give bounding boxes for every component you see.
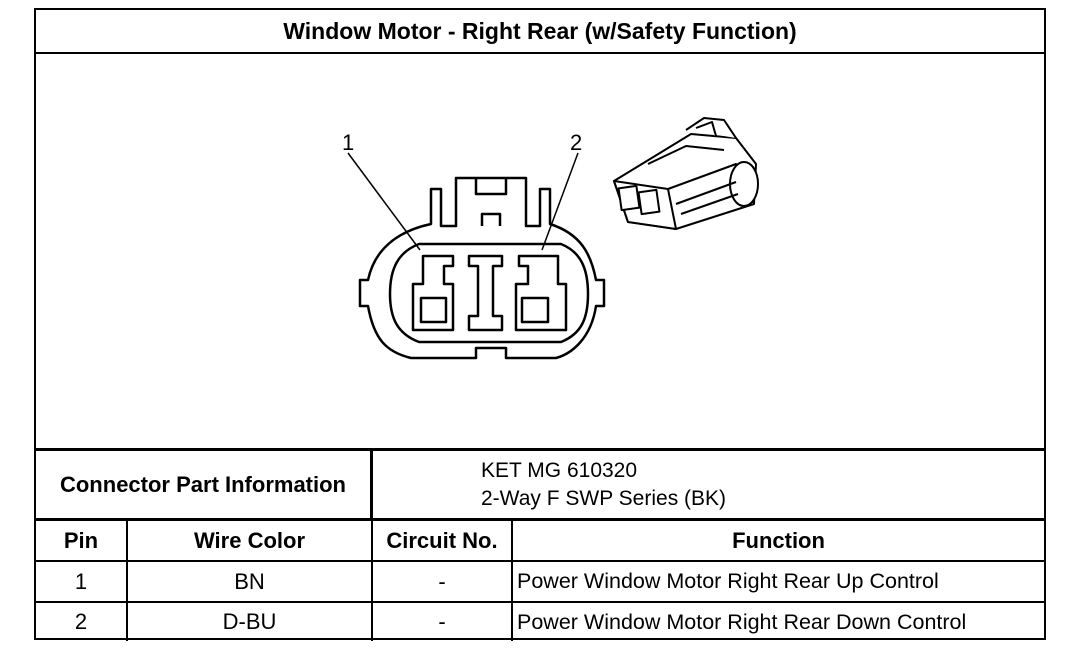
page-title: Window Motor - Right Rear (w/Safety Func… xyxy=(36,10,1044,54)
pin-table: Pin Wire Color Circuit No. Function 1 BN… xyxy=(36,518,1044,641)
connector-sheet: Window Motor - Right Rear (w/Safety Func… xyxy=(34,8,1046,641)
connector-diagram: 1 2 xyxy=(36,54,1044,448)
pin-function: Power Window Motor Right Rear Up Control xyxy=(511,560,1044,603)
connector-face-icon xyxy=(358,176,606,360)
callout-leader-2 xyxy=(541,152,579,251)
header-circuit-no: Circuit No. xyxy=(371,518,513,562)
wire-color: BN xyxy=(126,560,373,603)
header-wire-color: Wire Color xyxy=(126,518,373,562)
pin-number: 1 xyxy=(36,560,128,603)
table-row: 1 BN - Power Window Motor Right Rear Up … xyxy=(36,560,1044,603)
table-row: 2 D-BU - Power Window Motor Right Rear D… xyxy=(36,601,1044,641)
callout-leader-1 xyxy=(347,152,421,251)
circuit-number: - xyxy=(371,560,513,603)
pin-function: Power Window Motor Right Rear Down Contr… xyxy=(511,601,1044,641)
wire-color: D-BU xyxy=(126,601,373,641)
circuit-number: - xyxy=(371,601,513,641)
callout-2: 2 xyxy=(570,130,582,155)
connector-part-info-row: Connector Part Information KET MG 610320… xyxy=(36,448,1044,518)
connector-part-info-label: Connector Part Information xyxy=(36,451,372,518)
callout-1: 1 xyxy=(342,130,354,155)
header-function: Function xyxy=(511,518,1044,562)
connector-description: 2-Way F SWP Series (BK) xyxy=(481,486,727,510)
connector-body-icon xyxy=(613,117,759,230)
pin-table-header: Pin Wire Color Circuit No. Function xyxy=(36,518,1044,562)
header-pin: Pin xyxy=(36,518,128,562)
pin-number: 2 xyxy=(36,601,128,641)
connector-part-info-value: KET MG 610320 2-Way F SWP Series (BK) xyxy=(372,451,1044,518)
connector-part-number: KET MG 610320 xyxy=(481,458,638,482)
